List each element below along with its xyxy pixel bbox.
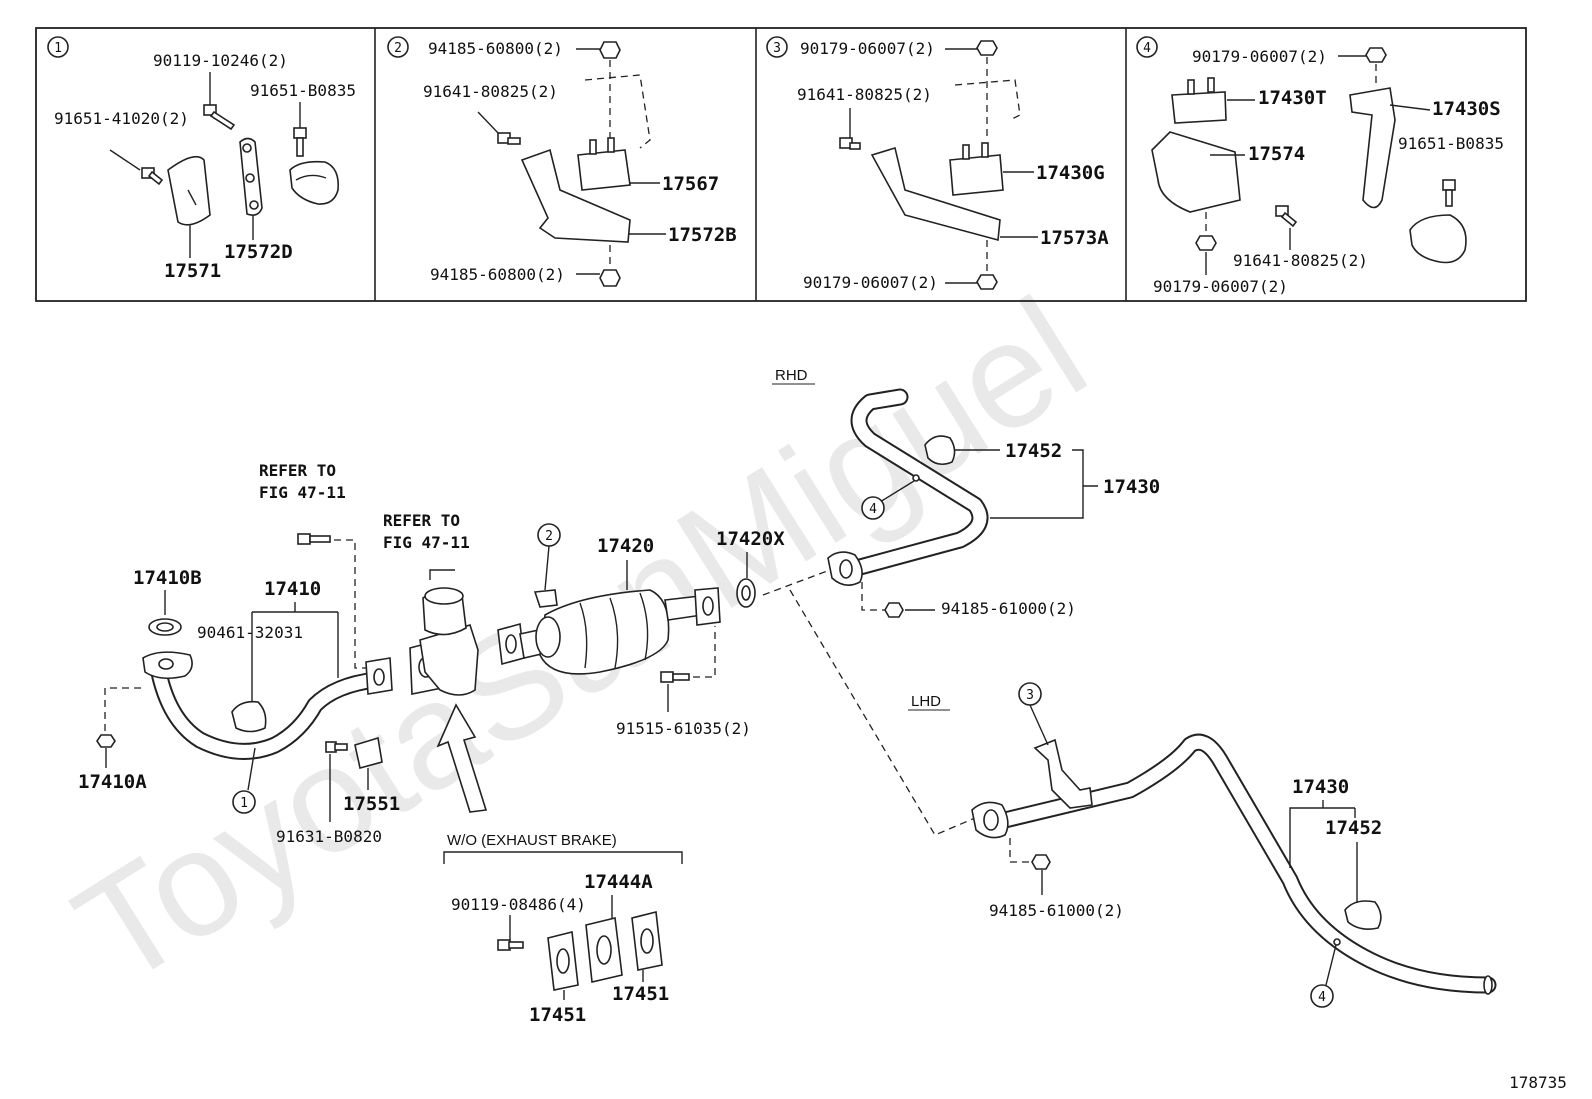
nut-icon [976,40,998,56]
panel-1: 1 90119-10246(2) 91651-41020(2) 91651-B0… [47,36,356,282]
panel-number: 1 [54,41,62,56]
bracket-17574 [1151,131,1241,213]
bolt-icon [660,671,674,683]
part-label: 91641-80825(2) [423,82,558,101]
refer-note: FIG 47-11 [383,533,470,552]
nut-icon [1031,854,1051,870]
part-label: 17420X [716,528,785,550]
bracket-17430S [1349,87,1396,209]
part-label: 94185-60800(2) [428,39,563,58]
panel-number: 2 [394,41,402,56]
panel-4: 4 90179-06007(2) 17430T 17430S 17574 916… [1136,36,1504,296]
part-label: 17410 [264,578,321,600]
rhd-label: RHD [775,367,808,384]
part-label: 17410A [78,771,147,793]
refer-note: FIG 47-11 [259,483,346,502]
arrow-icon [436,703,488,813]
part-label: 94185-60800(2) [430,265,565,284]
bolt-icon [203,104,217,116]
clamp-90461 [231,700,267,733]
hanger-bracket-icon [1033,738,1093,809]
nut-icon [599,41,621,59]
part-label: 17572B [668,224,737,246]
part-label: 17567 [662,173,719,195]
part-label: 17430 [1292,776,1349,798]
bracket-17572B [520,148,631,243]
refer-note: REFER TO [259,461,336,480]
part-label: 17574 [1248,143,1305,165]
part-label: 17430T [1258,87,1327,109]
part-label: 90179-06007(2) [1192,47,1327,66]
part-label: 91651-B0835 [1398,134,1504,153]
part-label: 91651-41020(2) [54,109,189,128]
nut-17410A [96,734,116,748]
part-label: 90179-06007(2) [800,39,935,58]
part-label: 17451 [612,983,669,1005]
part-label: 17430G [1036,162,1105,184]
part-label: 17452 [1005,440,1062,462]
part-label: 91631-B0820 [276,827,382,846]
part-label: 17451 [529,1004,586,1026]
part-label: 17571 [164,260,221,282]
panel-number: 3 [773,41,781,56]
main-diagram: RHD LHD REFER TO FIG 47-11 REFER TO FIG … [78,367,1567,1092]
part-label: 94185-61000(2) [941,599,1076,618]
clamp-icon [289,160,340,205]
nut-icon [599,269,621,287]
part-label: 94185-61000(2) [989,901,1124,920]
part-label: 91515-61035(2) [616,719,751,738]
callout-2: 2 [545,529,553,544]
nut-icon [1365,47,1387,63]
muffler-17420 [497,587,721,675]
part-label: 17410B [133,567,202,589]
clamp-icon [924,435,956,466]
insulator-17430T [1171,91,1227,124]
nut-icon [976,274,998,290]
bracket-17573A [870,146,1001,242]
part-label: 90179-06007(2) [1153,277,1288,296]
part-label: 91641-80825(2) [797,85,932,104]
callout-4-lhd: 4 [1318,990,1326,1005]
tailpipe-17430-lhd [996,733,1497,994]
insulator-17567 [577,149,631,191]
part-label: 90119-10246(2) [153,51,288,70]
bracket-17551 [354,736,383,769]
part-label: 17430S [1432,98,1501,120]
clamp-icon [1344,900,1382,930]
nut-icon [884,602,904,618]
panel-number: 4 [1143,41,1151,56]
bolt-icon [293,127,307,139]
part-label: 17444A [584,871,653,893]
part-label: 91651-B0835 [250,81,356,100]
part-label: 17572D [224,241,293,263]
part-label: 90461-32031 [197,623,303,642]
part-label: 90119-08486(4) [451,895,586,914]
clamp-icon [1409,214,1467,264]
nut-icon [1195,235,1217,251]
callout-1: 1 [240,796,248,811]
panel-2: 2 94185-60800(2) 91641-80825(2) 17567 17… [387,36,737,287]
figure-number: 178735 [1509,1073,1567,1092]
bolt-icon [1442,179,1456,191]
part-label: 17420 [597,535,654,557]
lhd-label: LHD [911,693,941,710]
callout-3: 3 [1026,688,1034,703]
wo-exhaust-brake-label: W/O (EXHAUST BRAKE) [447,832,617,849]
part-label: 90179-06007(2) [803,273,938,292]
panel-3: 3 90179-06007(2) 91641-80825(2) 17430G 1… [766,36,1109,292]
insulator-17430G [949,154,1004,196]
part-label: 17430 [1103,476,1160,498]
panels-frame [35,27,1527,302]
part-label: 17573A [1040,227,1109,249]
refer-note: REFER TO [383,511,460,530]
part-label: 17452 [1325,817,1382,839]
part-label: 91641-80825(2) [1233,251,1368,270]
top-panels: 1 90119-10246(2) 91651-41020(2) 91651-B0… [35,27,1527,302]
exhaust-brake-valve [409,569,479,696]
callout-4-rhd: 4 [869,502,877,517]
bolt-icon [297,533,311,545]
part-label: 17551 [343,793,400,815]
